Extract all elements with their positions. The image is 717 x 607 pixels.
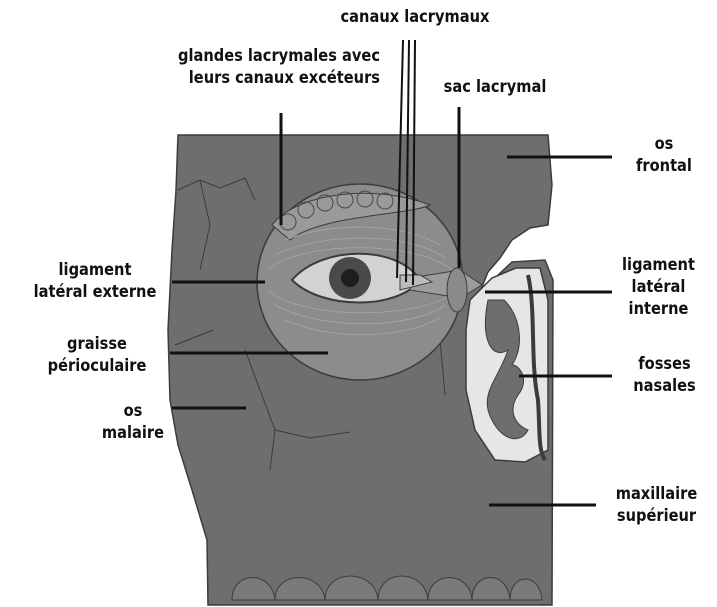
label-glandes-lacrymales: glandes lacrymales avec leurs canaux exc… [113, 45, 380, 89]
label-ligament-lateral-externe: ligament latéral externe [22, 259, 168, 303]
lacrimal-sac [447, 268, 467, 312]
label-ligament-lateral-interne: ligament latéral interne [608, 254, 709, 320]
label-maxillaire-superieur: maxillaire supérieur [604, 483, 708, 527]
pupil [341, 269, 359, 287]
label-fosses-nasales: fosses nasales [619, 353, 709, 397]
label-canaux-lacrymaux: canaux lacrymaux [316, 6, 514, 28]
label-graisse-perioculaire: graisse périoculaire [33, 333, 162, 377]
label-os-malaire: os malaire [94, 400, 171, 444]
label-os-frontal: os frontal [619, 133, 708, 177]
label-sac-lacrymal: sac lacrymal [431, 76, 560, 98]
